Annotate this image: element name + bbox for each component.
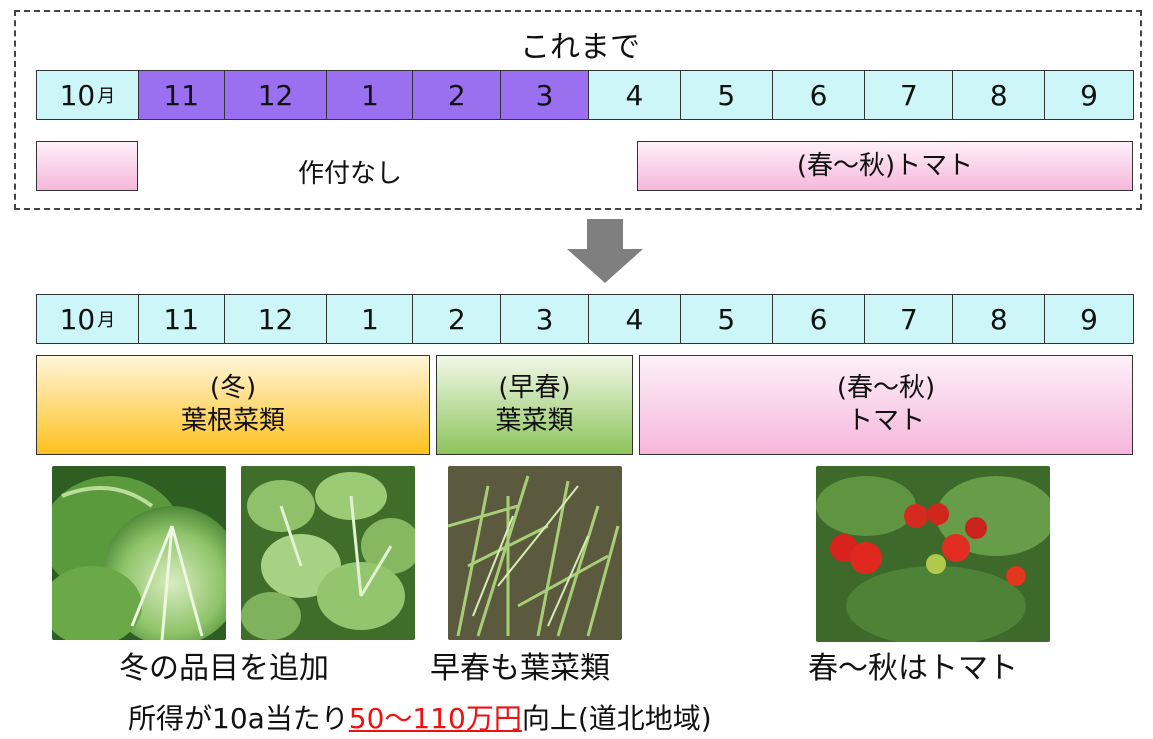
after-month-number: 1 bbox=[360, 302, 379, 336]
winter-crop-name: 葉根菜類 bbox=[180, 406, 285, 436]
before-month-number: 9 bbox=[1080, 78, 1098, 112]
before-month-cell: 4 bbox=[589, 71, 681, 119]
after-month-cell: 1 bbox=[327, 295, 414, 343]
bok-choy-photo bbox=[241, 466, 415, 640]
after-month-cell: 8 bbox=[953, 295, 1046, 343]
winter-crop-season: (冬) bbox=[209, 373, 257, 403]
after-month-number: 5 bbox=[717, 302, 736, 336]
before-month-cell: 2 bbox=[413, 71, 502, 119]
early-spring-caption: 早春も葉菜類 bbox=[430, 651, 610, 686]
down-arrow-icon bbox=[567, 219, 643, 283]
after-month-number: 6 bbox=[809, 302, 828, 336]
before-tomato-label: (春～秋)トマト bbox=[796, 150, 974, 181]
lettuce-photo bbox=[52, 466, 226, 640]
after-month-number: 12 bbox=[257, 302, 294, 336]
after-month-cell: 5 bbox=[680, 295, 773, 343]
before-month-number: 12 bbox=[257, 78, 294, 112]
no-crop-label: 作付なし bbox=[297, 159, 402, 189]
before-heading: これまで bbox=[520, 30, 640, 65]
after-month-suffix: 月 bbox=[97, 310, 116, 331]
income-result: 所得が10a当たり50～110万円向上(道北地域) bbox=[128, 701, 712, 737]
before-month-cell: 11 bbox=[138, 71, 225, 119]
after-month-cell: 6 bbox=[772, 295, 866, 343]
after-month-number: 3 bbox=[535, 302, 554, 336]
early-spring-crop-bar: (早春) 葉菜類 bbox=[436, 355, 633, 455]
income-result-suffix: 向上(道北地域) bbox=[521, 702, 712, 735]
before-month-cell: 7 bbox=[865, 71, 954, 119]
before-month-number: 10 bbox=[59, 78, 96, 112]
tomato-crop-name: トマト bbox=[846, 406, 925, 436]
before-month-number: 2 bbox=[447, 78, 466, 112]
before-month-number: 6 bbox=[809, 78, 828, 112]
before-month-number: 7 bbox=[899, 78, 918, 112]
before-month-number: 8 bbox=[989, 78, 1008, 112]
income-result-prefix: 所得が10a当たり bbox=[128, 702, 349, 735]
tomato-crop-season: (春～秋) bbox=[836, 373, 936, 403]
after-month-cell: 11 bbox=[138, 295, 225, 343]
before-section-frame bbox=[14, 10, 1142, 210]
after-month-cell: 12 bbox=[224, 295, 328, 343]
before-month-number: 5 bbox=[717, 78, 736, 112]
before-month-suffix: 月 bbox=[97, 86, 116, 107]
before-month-cell: 6 bbox=[772, 71, 866, 119]
winter-caption: 冬の品目を追加 bbox=[119, 651, 329, 686]
before-month-cell: 1 bbox=[327, 71, 414, 119]
tomato-photo bbox=[816, 466, 1050, 642]
before-month-number: 3 bbox=[535, 78, 554, 112]
winter-crop-bar: (冬) 葉根菜類 bbox=[36, 355, 430, 455]
tomato-crop-bar: (春～秋) トマト bbox=[639, 355, 1133, 455]
early-spring-crop-season: (早春) bbox=[498, 373, 571, 403]
after-month-cell: 4 bbox=[589, 295, 681, 343]
after-month-number: 9 bbox=[1080, 302, 1098, 336]
tomato-caption: 春～秋はトマト bbox=[808, 651, 1018, 686]
after-month-cell: 2 bbox=[413, 295, 502, 343]
before-month-cell: 12 bbox=[224, 71, 328, 119]
before-month-number: 11 bbox=[163, 78, 200, 112]
after-month-number: 10 bbox=[59, 302, 96, 336]
after-month-number: 2 bbox=[447, 302, 466, 336]
early-spring-crop-name: 葉菜類 bbox=[495, 406, 574, 436]
after-month-cell: 9 bbox=[1045, 295, 1133, 343]
before-tomato-bar: (春～秋)トマト bbox=[637, 141, 1133, 191]
after-month-number: 4 bbox=[625, 302, 644, 336]
before-month-cell: 8 bbox=[953, 71, 1046, 119]
after-month-number: 11 bbox=[163, 302, 200, 336]
before-month-number: 1 bbox=[360, 78, 379, 112]
before-month-cell: 3 bbox=[501, 71, 589, 119]
after-month-cell: 7 bbox=[865, 295, 954, 343]
before-month-cell: 9 bbox=[1045, 71, 1133, 119]
before-month-cell: 5 bbox=[680, 71, 773, 119]
mizuna-photo bbox=[448, 466, 622, 640]
after-month-number: 8 bbox=[989, 302, 1008, 336]
after-month-number: 7 bbox=[899, 302, 918, 336]
after-month-cell: 3 bbox=[501, 295, 589, 343]
before-october-bar bbox=[36, 141, 138, 191]
income-increase-amount: 50～110万円 bbox=[348, 702, 522, 735]
before-month-number: 4 bbox=[625, 78, 644, 112]
